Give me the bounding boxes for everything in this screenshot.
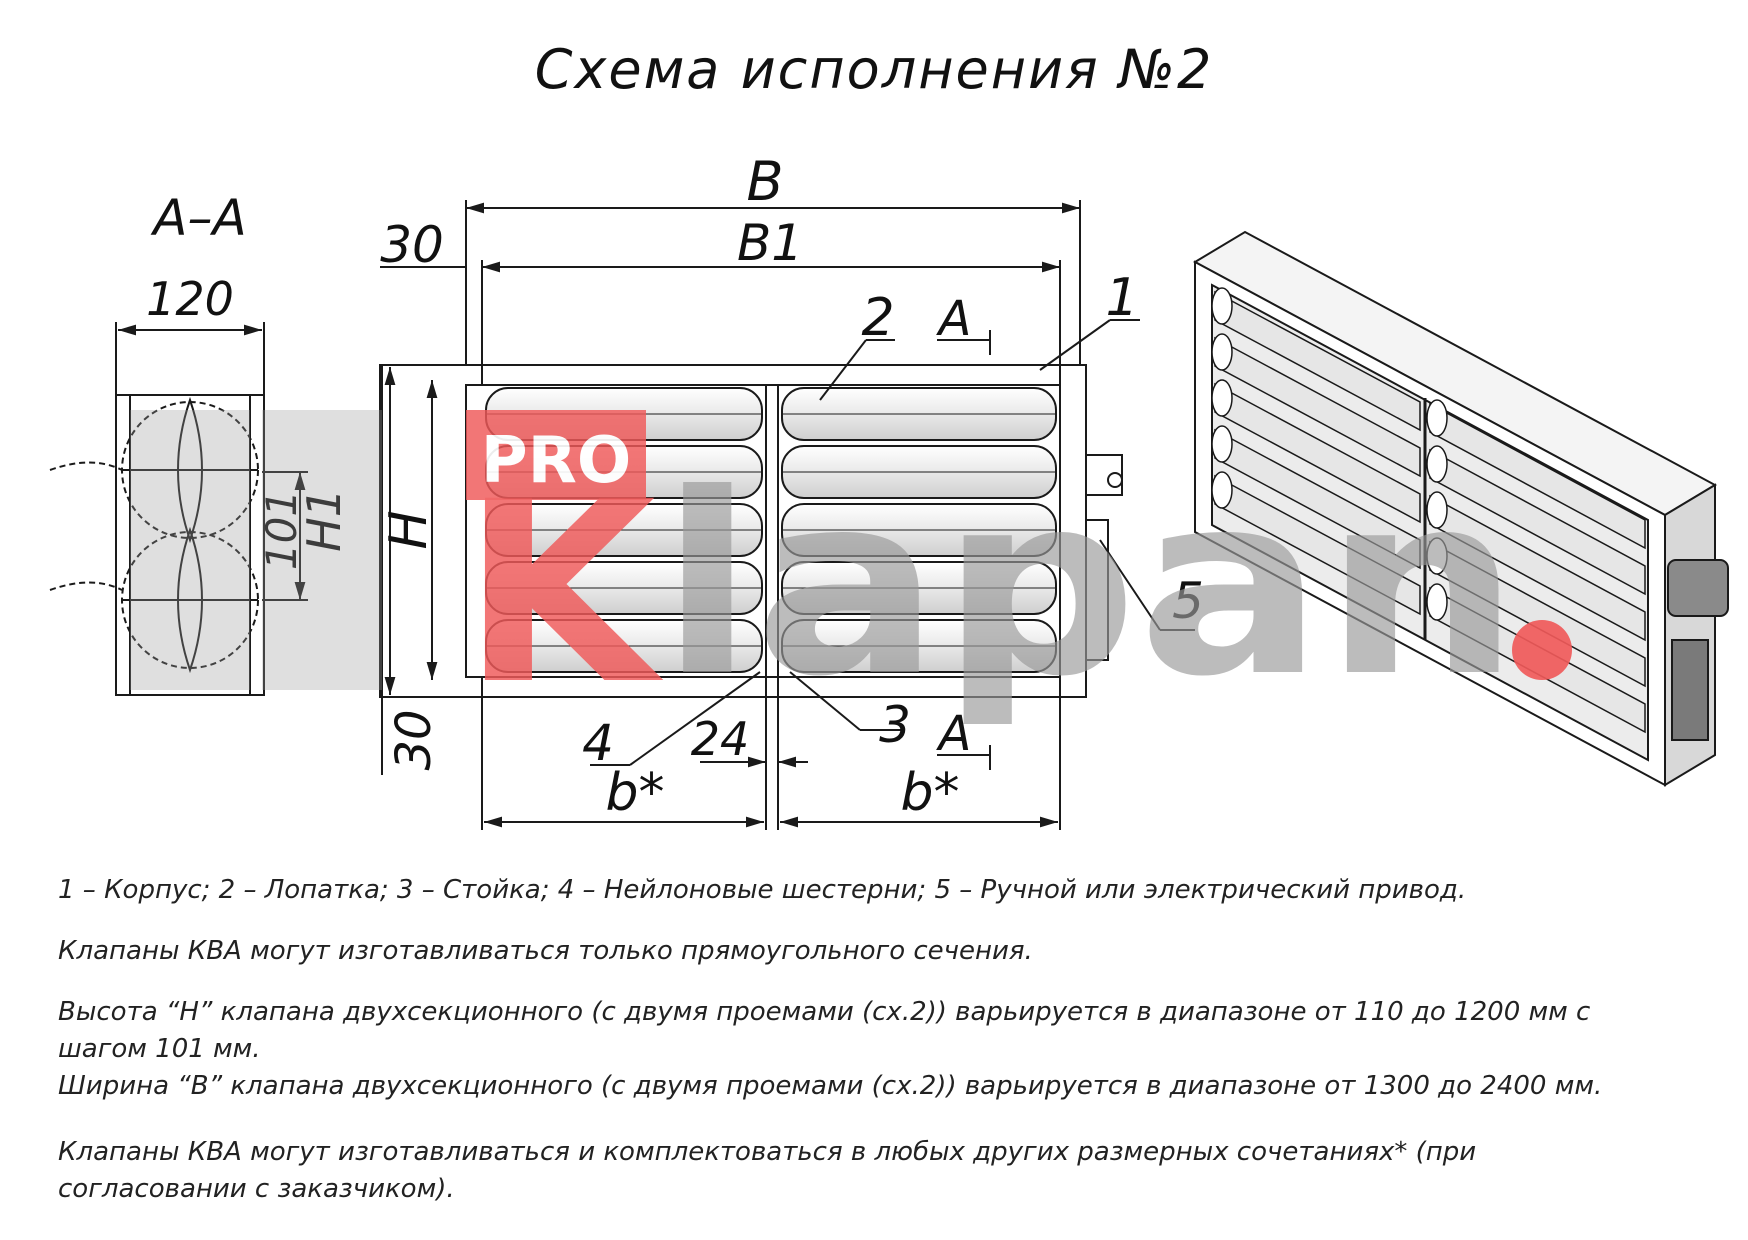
callout-1: 1 xyxy=(1105,268,1138,328)
dim-101: 101 xyxy=(257,490,306,570)
section-label: А–А xyxy=(150,189,246,247)
label-b-star-right: b* xyxy=(900,763,959,823)
watermark-pro-box xyxy=(466,410,646,500)
watermark-k: K xyxy=(462,448,664,739)
note-height-line2: шагом 101 мм. xyxy=(58,1034,261,1064)
watermark: PRO K lapan xyxy=(130,410,1572,739)
label-A-bottom: A xyxy=(936,706,972,762)
note-width: Ширина “B” клапана двухсекционного (с дв… xyxy=(58,1071,1603,1101)
notes: 1 – Корпус; 2 – Лопатка; 3 – Стойка; 4 –… xyxy=(58,872,1698,1208)
watermark-dot xyxy=(1512,620,1572,680)
front-view: B B1 30 H 30 xyxy=(379,150,1204,830)
note-other-line1: Клапаны КВА могут изготавливаться и комп… xyxy=(58,1137,1477,1167)
label-H: H xyxy=(379,510,439,549)
note-legend: 1 – Корпус; 2 – Лопатка; 3 – Стойка; 4 –… xyxy=(58,875,1467,905)
dim-30-top: 30 xyxy=(380,216,444,274)
note-other-line2: согласовании с заказчиком). xyxy=(58,1174,455,1204)
note-height-line1: Высота “H” клапана двухсекционного (с дв… xyxy=(58,997,1591,1027)
watermark-lapan: lapan xyxy=(660,440,1520,731)
label-b-star-left: b* xyxy=(605,763,664,823)
label-H1: H1 xyxy=(297,488,351,552)
callout-2: 2 xyxy=(861,288,894,348)
middle-post xyxy=(765,384,779,678)
label-A-top: A xyxy=(936,291,972,347)
dim-120: 120 xyxy=(146,272,234,326)
dim-30-bottom: 30 xyxy=(386,709,442,770)
watermark-pro: PRO xyxy=(481,424,632,498)
dim-24: 24 xyxy=(691,712,750,766)
callout-3: 3 xyxy=(879,696,911,754)
iso-blades-left xyxy=(1211,287,1421,616)
note-section: Клапаны КВА могут изготавливаться только… xyxy=(58,936,1033,966)
callout-5: 5 xyxy=(1172,572,1204,630)
iso-actuator xyxy=(1667,559,1729,617)
blades-right xyxy=(781,387,1057,673)
section-view: А–А 120 101 H1 xyxy=(49,189,351,696)
label-B1: B1 xyxy=(737,214,803,272)
label-B: B xyxy=(746,150,783,213)
actuator xyxy=(1085,454,1123,496)
page-title: Схема исполнения №2 xyxy=(534,38,1214,101)
callout-4: 4 xyxy=(582,714,614,772)
